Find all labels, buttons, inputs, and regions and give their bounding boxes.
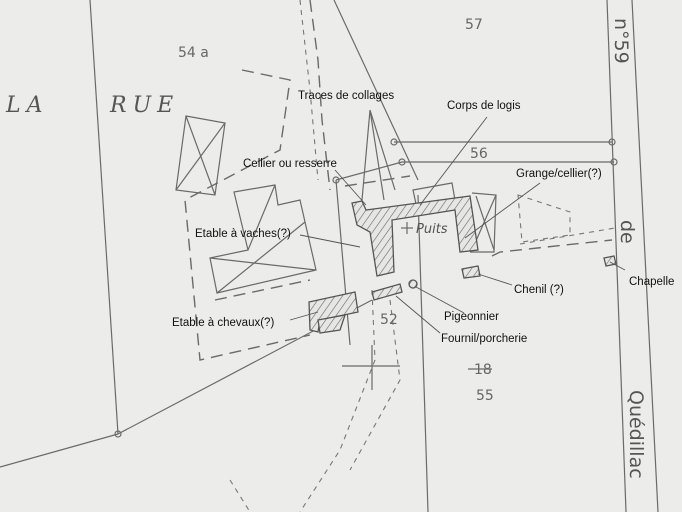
parcel-56: 56 bbox=[470, 146, 488, 162]
annotation-corps-de-logis: Corps de logis bbox=[447, 100, 521, 112]
well-cross-icon bbox=[401, 222, 413, 234]
hatched-buildings bbox=[308, 195, 617, 334]
road-name-quedillac: Quédillac bbox=[625, 390, 647, 479]
well-label: Puits bbox=[416, 222, 448, 237]
parcel-54a: 54 a bbox=[178, 45, 209, 61]
road-number: n°59 bbox=[610, 18, 632, 64]
annotation-grange-cellier: Grange/cellier(?) bbox=[516, 168, 602, 180]
road-name-de: de bbox=[616, 220, 638, 244]
parcel-52: 52 bbox=[380, 312, 398, 328]
street-name-la: LA bbox=[5, 93, 49, 118]
leader-lines bbox=[289, 116, 626, 334]
annotation-chapelle: Chapelle bbox=[629, 276, 674, 288]
dashed-traces bbox=[184, 0, 616, 512]
parcel-18-struck: 18 bbox=[474, 362, 492, 378]
annotation-traces-de-collages: Traces de collages bbox=[298, 90, 394, 102]
parcel-57: 57 bbox=[465, 17, 483, 33]
annotation-etable-chevaux: Etable à chevaux(?) bbox=[172, 317, 274, 329]
annotation-fournil-porcherie: Fournil/porcherie bbox=[441, 333, 527, 345]
road-edges bbox=[89, 0, 659, 512]
annotation-cellier-ou-resserre: Cellier ou resserre bbox=[243, 158, 337, 170]
annotation-chenil: Chenil (?) bbox=[514, 284, 564, 296]
street-name-rue: RUE bbox=[109, 93, 179, 118]
annotation-etable-vaches: Etable à vaches(?) bbox=[195, 228, 291, 240]
parcel-lines bbox=[0, 0, 618, 512]
annotation-pigeonnier: Pigeonnier bbox=[444, 311, 499, 323]
parcel-55: 55 bbox=[476, 388, 494, 404]
